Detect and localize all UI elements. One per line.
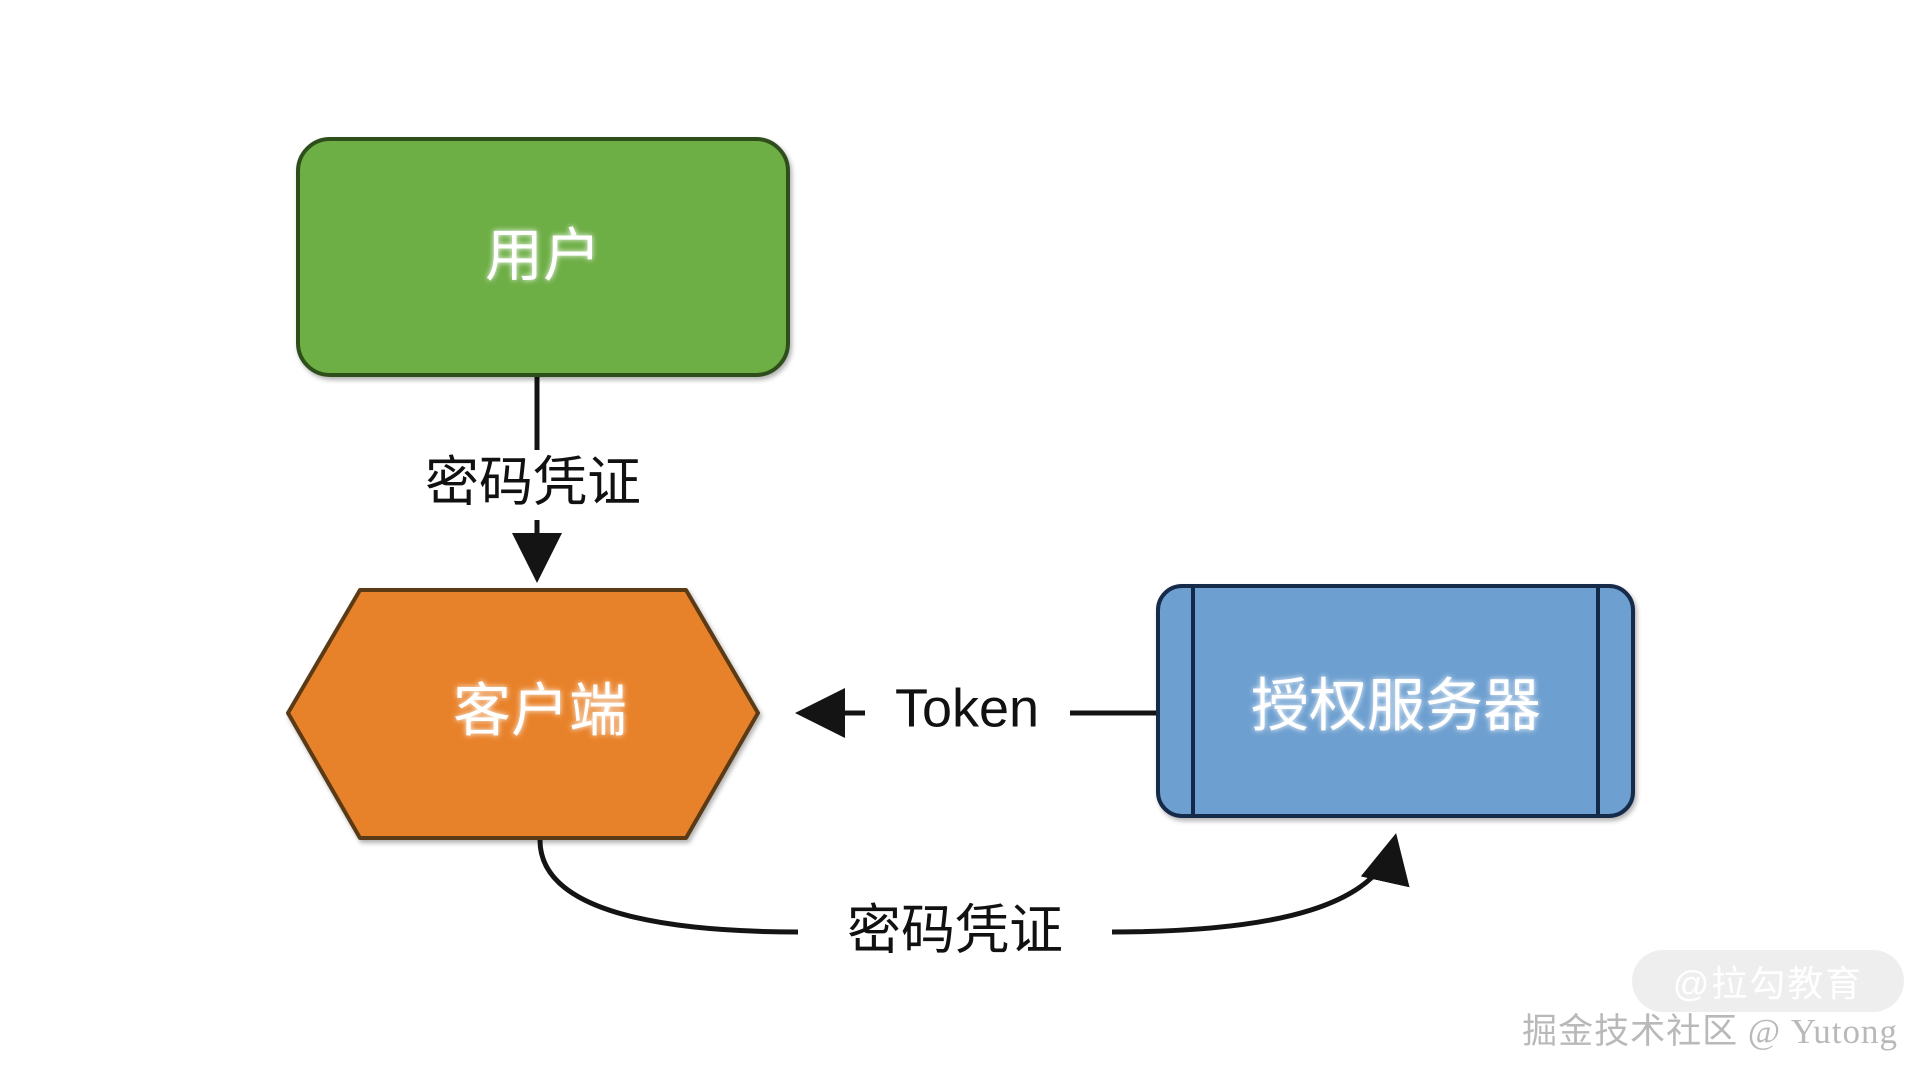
edge-label-client-to-server: 密码凭证 bbox=[798, 898, 1112, 970]
watermark-badge-text: @拉勾教育 bbox=[1672, 963, 1864, 1004]
node-client-shape[interactable] bbox=[286, 588, 760, 840]
node-user[interactable]: 用户 bbox=[296, 137, 790, 377]
edge-label-user-to-client: 密码凭证 bbox=[380, 450, 680, 520]
edge-label-user-to-client-text: 密码凭证 bbox=[425, 452, 641, 512]
edge-label-client-to-server-text: 密码凭证 bbox=[847, 900, 1063, 960]
edge-label-server-to-client-bg bbox=[865, 680, 1070, 748]
edge-label-server-to-client: Token bbox=[865, 678, 1070, 748]
watermark-credit: 掘金技术社区 @ Yutong bbox=[1522, 1012, 1898, 1051]
edge-client-to-server bbox=[537, 833, 1410, 935]
edge-client-to-server-curve-left bbox=[537, 839, 801, 935]
node-auth-server-label: 授权服务器 bbox=[1251, 673, 1541, 738]
node-user-shape[interactable] bbox=[296, 137, 790, 377]
node-client-label: 客户端 bbox=[453, 678, 627, 743]
edge-client-to-server-curve-right bbox=[1109, 833, 1410, 935]
watermark-badge: @拉勾教育 bbox=[1632, 950, 1904, 1012]
edge-label-client-to-server-bg bbox=[798, 898, 1112, 970]
node-auth-server[interactable]: 授权服务器 bbox=[1156, 584, 1635, 818]
edge-label-user-to-client-bg bbox=[380, 450, 680, 520]
edge-label-server-to-client-text: Token bbox=[895, 678, 1039, 738]
node-user-label: 用户 bbox=[485, 223, 601, 288]
node-auth-server-shape[interactable] bbox=[1156, 584, 1635, 818]
node-client[interactable]: 客户端 bbox=[286, 588, 760, 840]
